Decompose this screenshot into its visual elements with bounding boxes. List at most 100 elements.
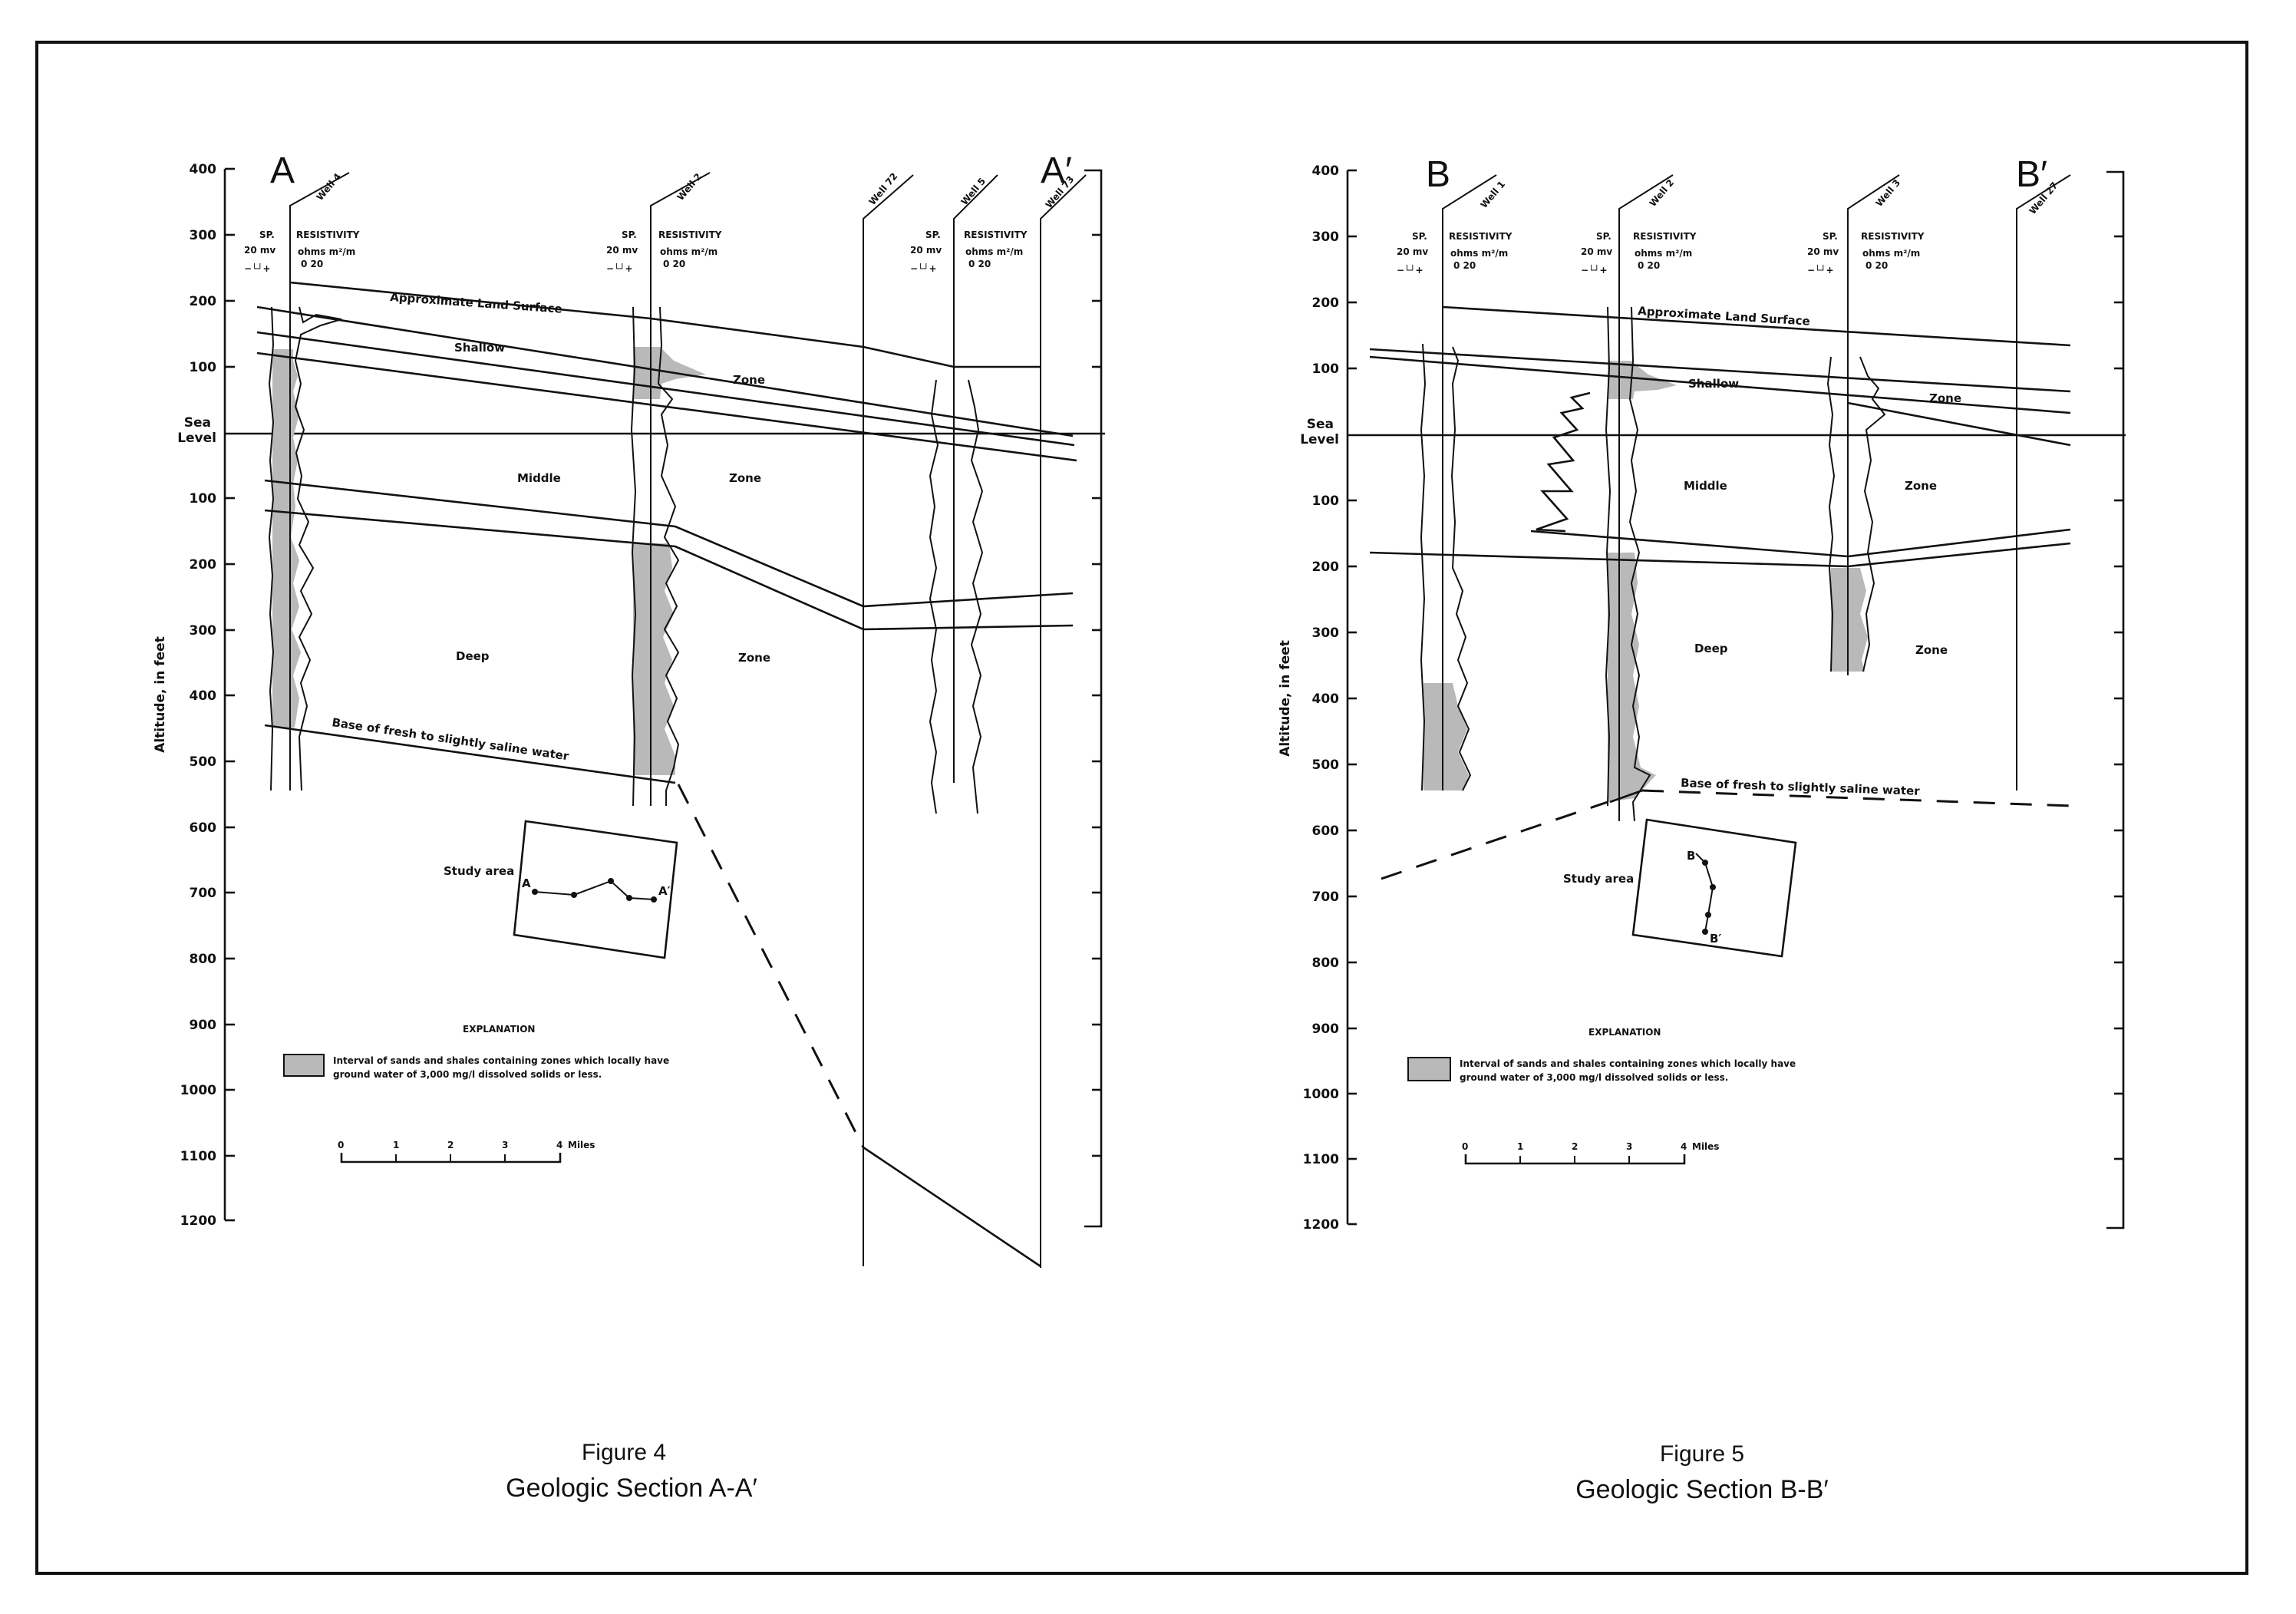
well-name: Well 2 [675,171,704,203]
svg-text:SP.: SP. [925,229,941,240]
y-tick-label: 300 [1312,625,1340,641]
y-tick-label: 300 [190,228,217,243]
land-surface-line [289,281,1041,368]
y-tick-label: 400 [190,162,217,177]
y-tick-label: 700 [190,886,217,901]
well-2-sp-log [1605,306,1611,807]
svg-text:20 mv: 20 mv [1397,246,1428,257]
explanation-title: EXPLANATION [1588,1027,1661,1038]
y-tick-label: 400 [1312,163,1340,179]
log-header: SP. 20 mv −└┘+ RESISTIVITY ohms m²/m 0 2… [244,229,360,274]
base-fresh-water-inferred-line [1381,800,1608,880]
sea-level-label: Sea [1307,417,1334,432]
zone-boundary-line [256,331,1075,447]
svg-text:RESISTIVITY: RESISTIVITY [1633,231,1697,242]
well-2-header-line [1618,174,1674,269]
fresh-water-interval [1608,361,1677,399]
fresh-water-interval [1831,568,1868,672]
well-4-header-line [289,172,350,269]
figure-label: Figure 4 [582,1440,666,1465]
scale-unit-label: Miles [568,1140,595,1150]
well-name: Well 5 [959,176,988,207]
inset-start-label: B [1687,849,1695,863]
zone-label: Deep [456,649,490,663]
zone-label: Zone [729,471,761,485]
scale-unit-label: Miles [1692,1141,1719,1152]
svg-text:20 mv: 20 mv [606,245,638,256]
y-axis-title: Altitude, in feet [1278,640,1293,757]
fresh-water-interval [1608,553,1656,802]
y-tick-label: 600 [1312,824,1340,839]
y-tick-label: 900 [190,1018,217,1033]
y-tick-label: 1000 [1303,1087,1339,1102]
zone-label: Zone [1905,479,1937,493]
well-3-resistivity-log [1859,356,1886,672]
zone-label: Zone [1929,391,1961,405]
well-1-resistivity-log [1450,346,1472,791]
well-72-borehole [863,174,914,1266]
land-surface-label: Approximate Land Surface [390,290,563,316]
zone-label: Middle [517,471,561,485]
svg-text:RESISTIVITY: RESISTIVITY [1449,231,1513,242]
y-tick-label: 1100 [180,1149,216,1164]
svg-text:SP.: SP. [622,229,637,240]
well-2-resistivity-log [657,306,680,806]
explanation-text: ground water of 3,000 mg/l dissolved sol… [1460,1072,1728,1083]
section-end-label: B′ [2016,154,2047,195]
well-1-header-line [1442,174,1497,269]
section-trace-points [532,878,657,903]
svg-text:0 20: 0 20 [1453,260,1476,271]
section-trace-line [534,880,655,900]
base-fresh-water-label: Base of fresh to slightly saline water [1681,776,1921,798]
land-surface-line [1442,305,2071,347]
svg-text:−└┘+: −└┘+ [244,262,271,274]
y-tick-label: 200 [190,557,217,573]
svg-text:SP.: SP. [1823,231,1838,242]
figure-4: 400 300 200 100 Sea Level 100 200 300 40… [153,150,1105,1503]
well-2-resistivity-log [1628,306,1651,822]
figure-title: Geologic Section A-A′ [506,1474,757,1503]
fresh-water-interval [1423,683,1469,790]
svg-text:20 mv: 20 mv [244,245,275,256]
figure-title: Geologic Section B-B′ [1575,1475,1829,1504]
scale-tick-label: 1 [393,1140,399,1150]
right-axis-ticks [2114,235,2123,1160]
zone-boundary-line [256,305,1074,437]
fresh-water-interval [633,543,675,775]
zone-boundary-line [264,479,1074,608]
svg-text:−└┘+: −└┘+ [910,262,937,274]
zone-boundary-line [1530,528,2071,558]
svg-text:0 20: 0 20 [968,259,991,269]
y-axis-ticks [1348,169,1357,1226]
y-tick-label: 700 [1312,890,1340,905]
well-27-borehole [2016,174,2071,790]
section-end-label: A′ [1041,150,1072,191]
log-header: SP. 20 mv −└┘+ RESISTIVITY ohms m²/m 0 2… [910,229,1028,274]
explanation-title: EXPLANATION [463,1024,535,1035]
svg-text:−└┘+: −└┘+ [606,262,633,274]
svg-text:RESISTIVITY: RESISTIVITY [296,229,360,240]
y-tick-label: 100 [190,491,217,507]
zone-boundary-line [1369,355,2071,414]
zone-boundary-line [1369,348,2071,393]
y-axis-ticks [225,167,235,1222]
well-4-sp-log [268,306,275,791]
y-tick-label: 400 [1312,691,1340,707]
zone-boundary-line [256,352,1077,462]
base-fresh-water-line [863,1146,1041,1268]
well-1-sp-log [1420,343,1427,791]
explanation-text: Interval of sands and shales containing … [1460,1058,1796,1069]
svg-text:0 20: 0 20 [1638,260,1660,271]
svg-text:RESISTIVITY: RESISTIVITY [1861,231,1925,242]
zone-label: Zone [1915,643,1948,657]
zone-label: Zone [738,651,770,665]
zone-boundary-line [1847,401,2071,447]
y-tick-label: 300 [190,623,217,639]
svg-text:SP.: SP. [1412,231,1427,242]
section-start-label: B [1426,154,1450,195]
zone-label: Middle [1684,479,1727,493]
well-72-sp-log [929,379,939,814]
y-tick-label: 100 [190,360,217,375]
log-header: SP. 20 mv −└┘+ RESISTIVITY ohms m²/m 0 2… [1807,231,1925,276]
right-axis-line [2106,170,2125,1229]
